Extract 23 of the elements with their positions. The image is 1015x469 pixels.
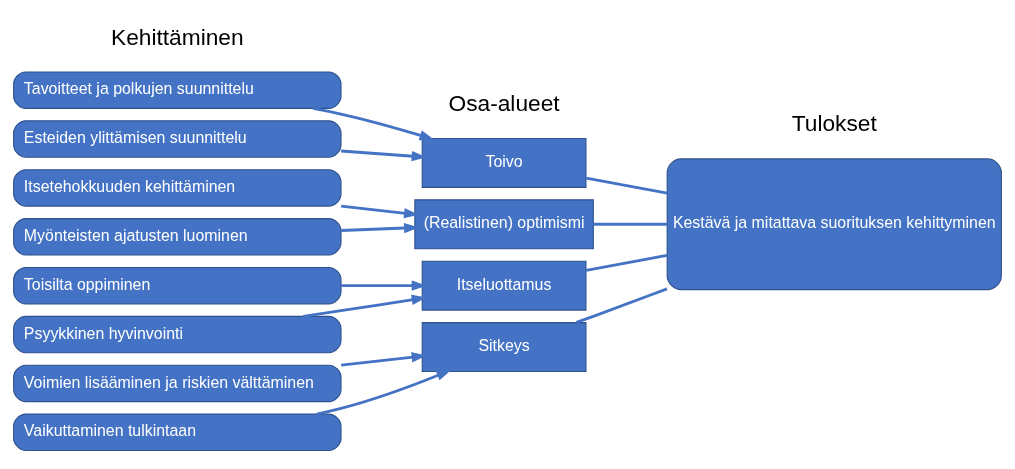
node-box: Esteiden ylittämisen suunnittelu xyxy=(13,120,342,158)
node-box: Tavoitteet ja polkujen suunnittelu xyxy=(13,71,342,109)
connector xyxy=(586,253,668,272)
label: Osa-alueet xyxy=(448,89,560,116)
arrow xyxy=(316,369,452,416)
node-box: Sitkeys xyxy=(421,322,587,373)
connector xyxy=(586,176,668,195)
node-box: Itsetehokkuuden kehittäminen xyxy=(13,169,342,207)
arrow xyxy=(341,222,419,234)
node-box: (Realistinen) optimismi xyxy=(414,199,594,250)
arrow xyxy=(341,204,419,219)
node-box: Psyykkinen hyvinvointi xyxy=(13,315,342,354)
node-box: Voimien lisääminen ja riskien välttäminen xyxy=(13,364,342,403)
node-box: Toivo xyxy=(421,137,587,188)
connector xyxy=(593,222,667,226)
node-box: Toisilta oppiminen xyxy=(13,266,342,305)
node-box: Kestävä ja mitattava suorituksen kehittyminen xyxy=(666,158,1002,291)
label: Tulokset xyxy=(791,110,877,137)
node-box: Myönteisten ajatusten luominen xyxy=(13,218,342,256)
node-box: Itseluottamus xyxy=(421,260,587,311)
node-box: Vaikuttaminen tulkintaan xyxy=(13,413,342,451)
connector xyxy=(575,287,668,324)
label: Kehittäminen xyxy=(111,23,244,50)
